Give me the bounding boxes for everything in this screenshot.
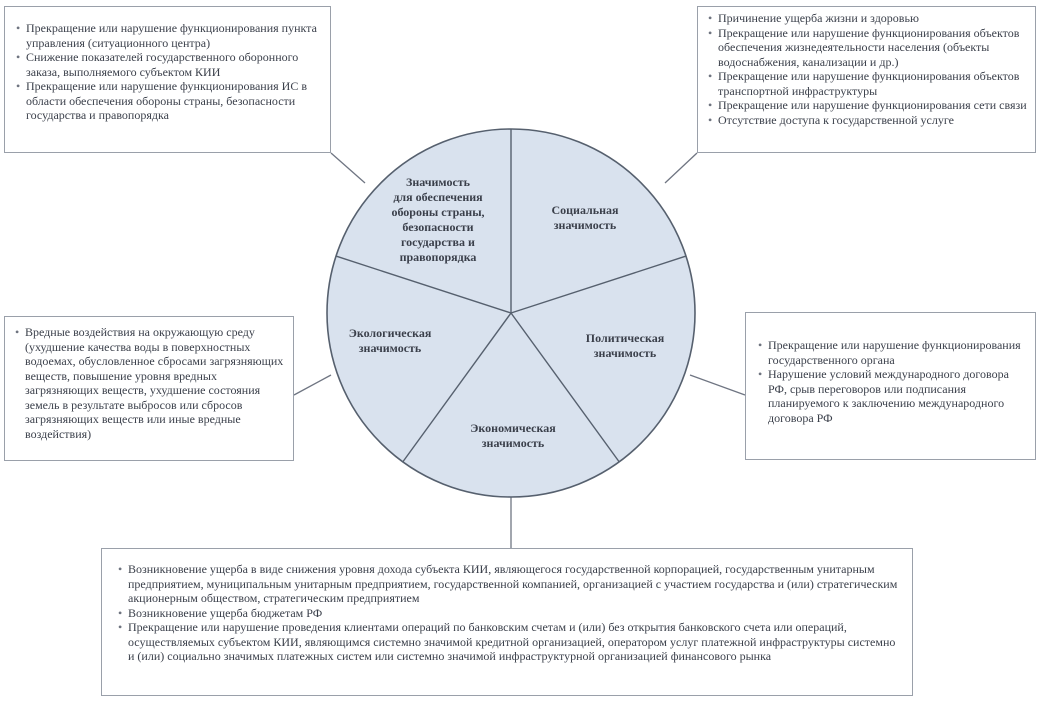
consequence-item: Прекращение или нарушение функционирован… — [756, 338, 1027, 367]
consequence-item: Возникновение ущерба в виде снижения уро… — [116, 562, 902, 606]
economic-consequences-box: Возникновение ущерба в виде снижения уро… — [101, 548, 913, 696]
consequence-item: Прекращение или нарушение функционирован… — [14, 21, 322, 50]
consequence-item: Нарушение условий международного договор… — [756, 367, 1027, 425]
sector-label-line: Экологическая — [348, 326, 432, 340]
sector-label-line: Экономическая — [470, 421, 556, 435]
consequence-item: Вредные воздействия на окружающую среду … — [13, 325, 285, 441]
consequence-item: Отсутствие доступа к государственной усл… — [706, 113, 1027, 128]
connector-line — [330, 152, 366, 184]
consequence-item: Причинение ущерба жизни и здоровью — [706, 11, 1027, 26]
defense-consequences-list: Прекращение или нарушение функционирован… — [14, 21, 322, 123]
significance-circle — [326, 128, 696, 498]
connector-line — [664, 152, 698, 184]
consequence-item: Прекращение или нарушение функционирован… — [706, 98, 1027, 113]
ecology-consequences-box: Вредные воздействия на окружающую среду … — [4, 316, 294, 461]
sector-label-line: для обеспечения — [393, 190, 483, 204]
sector-label-line: значимость — [593, 346, 657, 360]
economic-consequences-list: Возникновение ущерба в виде снижения уро… — [116, 562, 902, 664]
consequence-item: Возникновение ущерба бюджетам РФ — [116, 606, 902, 621]
sector-label-line: правопорядка — [399, 250, 477, 264]
sector-label-line: обороны страны, — [391, 205, 485, 219]
sector-label-line: значимость — [481, 436, 545, 450]
consequence-item: Прекращение или нарушение функционирован… — [706, 69, 1027, 98]
politics-consequences-list: Прекращение или нарушение функционирован… — [756, 338, 1027, 425]
sector-label-line: государства и — [401, 235, 475, 249]
connector-line — [689, 374, 746, 396]
sector-label-line: безопасности — [402, 220, 474, 234]
ecology-consequences-list: Вредные воздействия на окружающую среду … — [13, 325, 285, 441]
politics-consequences-box: Прекращение или нарушение функционирован… — [745, 312, 1036, 460]
connector-line — [293, 374, 332, 396]
sector-label-line: Политическая — [585, 331, 665, 345]
consequence-item: Прекращение или нарушение функционирован… — [706, 26, 1027, 70]
sector-divider — [510, 255, 687, 314]
sector-label-line: Значимость — [405, 175, 471, 189]
sector-label-line: Социальная — [551, 203, 619, 217]
consequence-item: Снижение показателей государственного об… — [14, 50, 322, 79]
consequence-item: Прекращение или нарушение проведения кли… — [116, 620, 902, 664]
consequence-item: Прекращение или нарушение функционирован… — [14, 79, 322, 123]
sector-divider — [402, 312, 512, 463]
connectors — [293, 152, 746, 548]
sector-label-line: значимость — [553, 218, 617, 232]
sector-label-line: значимость — [358, 341, 422, 355]
defense-consequences-box: Прекращение или нарушение функционирован… — [4, 6, 331, 153]
sector-divider — [510, 312, 620, 463]
sector-divider — [335, 255, 512, 314]
social-consequences-box: Причинение ущерба жизни и здоровьюПрекра… — [697, 6, 1036, 153]
social-consequences-list: Причинение ущерба жизни и здоровьюПрекра… — [706, 11, 1027, 127]
